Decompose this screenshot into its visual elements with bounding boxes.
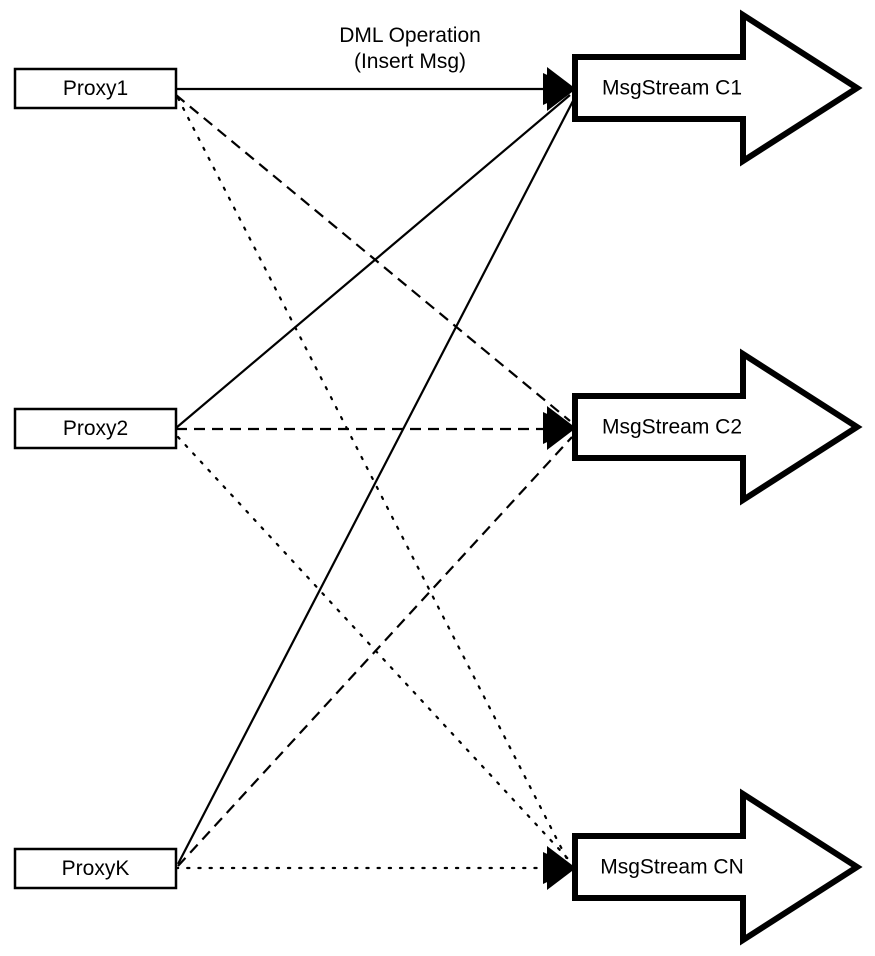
proxy-box[interactable]	[13, 67, 178, 110]
proxy-box[interactable]	[13, 847, 178, 890]
stream-node-stream-cn[interactable]: MsgStream CN	[572, 788, 863, 946]
streams-layer: MsgStream C1 MsgStream C2 MsgStream CN	[572, 9, 863, 946]
stream-block-arrow[interactable]	[572, 348, 863, 506]
proxy-label: ProxyK	[62, 857, 130, 880]
edge-proxy1-to-cn	[176, 96, 570, 863]
edge-proxy2-to-c1	[175, 94, 571, 429]
arrowhead-barb-2	[547, 428, 576, 450]
proxy-node-proxy1[interactable]: Proxy1	[13, 67, 178, 110]
annotations-layer: DML Operation (Insert Msg)	[339, 24, 481, 73]
stream-block-arrow[interactable]	[572, 9, 863, 167]
stream-node-stream-c2[interactable]: MsgStream C2	[572, 348, 863, 506]
annotation-line-1: DML Operation	[339, 24, 481, 47]
edge-proxy2-to-cn	[176, 435, 572, 863]
arrowheads-layer	[543, 67, 577, 890]
annotation-dml-operation: DML Operation (Insert Msg)	[339, 24, 481, 73]
edge-proxy1-to-c2	[175, 94, 571, 422]
arrowhead-cn	[543, 846, 577, 890]
arrowhead-barb-2	[547, 868, 576, 890]
stream-label: MsgStream C2	[602, 416, 742, 439]
annotation-line-2: (Insert Msg)	[354, 50, 466, 73]
arrowhead-c2	[543, 406, 577, 450]
proxy-label: Proxy2	[63, 417, 128, 440]
proxy-label: Proxy1	[63, 77, 128, 100]
stream-node-stream-c1[interactable]: MsgStream C1	[572, 9, 863, 167]
proxy-box[interactable]	[13, 407, 178, 450]
stream-block-arrow[interactable]	[572, 788, 863, 946]
edges-layer	[174, 87, 575, 870]
edge-proxyk-to-c2	[177, 436, 573, 867]
stream-label: MsgStream C1	[602, 77, 742, 100]
proxy-node-proxy2[interactable]: Proxy2	[13, 407, 178, 450]
arrowhead-c1	[543, 67, 577, 111]
proxy-node-proxyk[interactable]: ProxyK	[13, 847, 178, 890]
stream-label: MsgStream CN	[600, 856, 744, 879]
edge-proxyk-to-c1	[177, 98, 575, 865]
arrowhead-barb-2	[547, 89, 576, 111]
